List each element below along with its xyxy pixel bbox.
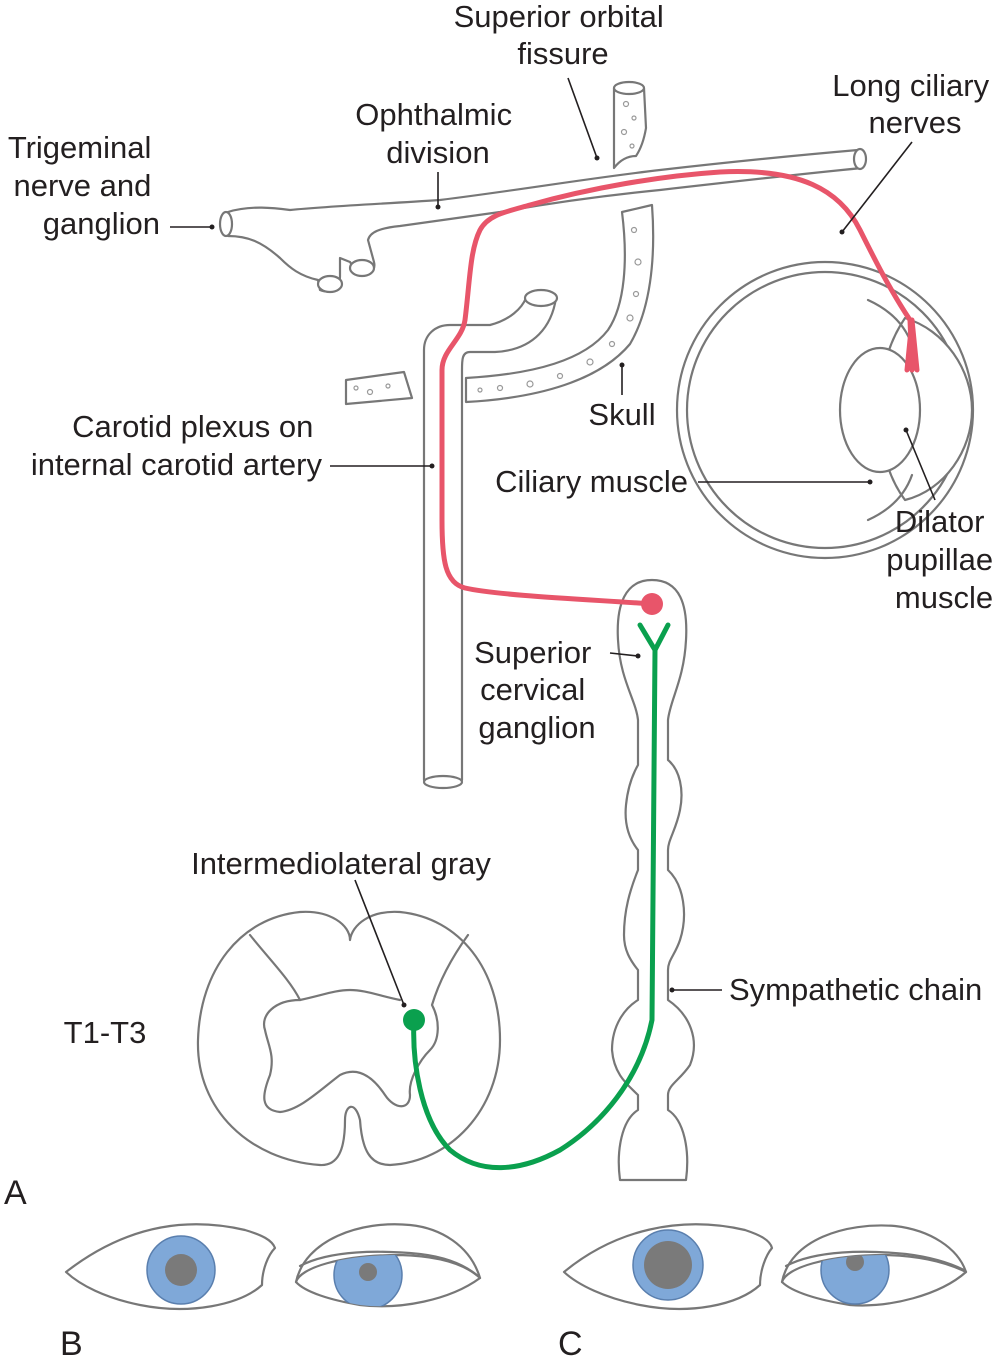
label-ophthalmic-division: Ophthalmic division	[355, 97, 520, 170]
label-line: fissure	[517, 36, 608, 71]
label-spinal-level: T1-T3	[64, 1015, 147, 1050]
label-superior-cervical-ganglion: Superior cervical ganglion	[474, 635, 600, 745]
trigeminal-nerve-drawing	[218, 147, 868, 294]
panel-label-a: A	[4, 1174, 27, 1212]
spinal-cord-cross-section-icon	[196, 910, 502, 1167]
label-line: Superior	[474, 635, 591, 670]
label-line: cervical	[480, 672, 585, 707]
open-eye-icon	[562, 1223, 774, 1311]
drooping-eyelid-eye-icon	[780, 1224, 968, 1307]
eyeball-cross-section-icon	[675, 260, 975, 560]
label-line: internal carotid artery	[31, 447, 323, 482]
postganglionic-fiber	[439, 169, 920, 607]
label-line: ganglion	[43, 206, 160, 241]
label-sympathetic-chain: Sympathetic chain	[729, 972, 982, 1007]
label-line: nerves	[868, 105, 961, 140]
superior-cervical-ganglion-cell	[641, 593, 663, 615]
preganglionic-fiber	[411, 622, 671, 1171]
label-line: ganglion	[478, 710, 595, 745]
label-skull: Skull	[588, 397, 655, 432]
label-intermediolateral-gray: Intermediolateral gray	[191, 846, 491, 881]
internal-carotid-artery	[422, 288, 559, 790]
label-line: Superior orbital	[454, 0, 664, 34]
label-line: muscle	[895, 580, 993, 615]
panel-label-c: C	[558, 1325, 583, 1363]
label-dilator-pupillae: Dilator pupillae muscle	[886, 504, 1002, 615]
label-line: Dilator	[895, 504, 985, 539]
leader-lines	[170, 77, 936, 1008]
superior-orbital-fissure-bone	[612, 80, 648, 170]
label-line: nerve and	[13, 168, 151, 203]
label-line: Long ciliary	[832, 68, 989, 103]
intermediolateral-gray-cell	[403, 1009, 425, 1031]
label-line: division	[386, 135, 489, 170]
drooping-eyelid-eye-icon	[294, 1223, 482, 1308]
label-line: pupillae	[886, 542, 993, 577]
panel-label-b: B	[60, 1325, 83, 1363]
label-long-ciliary-nerves: Long ciliary nerves	[832, 68, 997, 140]
label-carotid-plexus: Carotid plexus on internal carotid arter…	[31, 409, 323, 482]
label-line: Trigeminal	[8, 130, 152, 165]
label-superior-orbital-fissure: Superior orbital fissure	[454, 0, 673, 71]
label-line: Ophthalmic	[355, 97, 512, 132]
skull-fragment	[344, 370, 414, 406]
label-ciliary-muscle: Ciliary muscle	[495, 464, 688, 499]
skull-bone	[464, 203, 655, 404]
label-line: Carotid plexus on	[72, 409, 313, 444]
open-eye-icon	[64, 1223, 277, 1311]
label-trigeminal: Trigeminal nerve and ganglion	[8, 130, 160, 241]
